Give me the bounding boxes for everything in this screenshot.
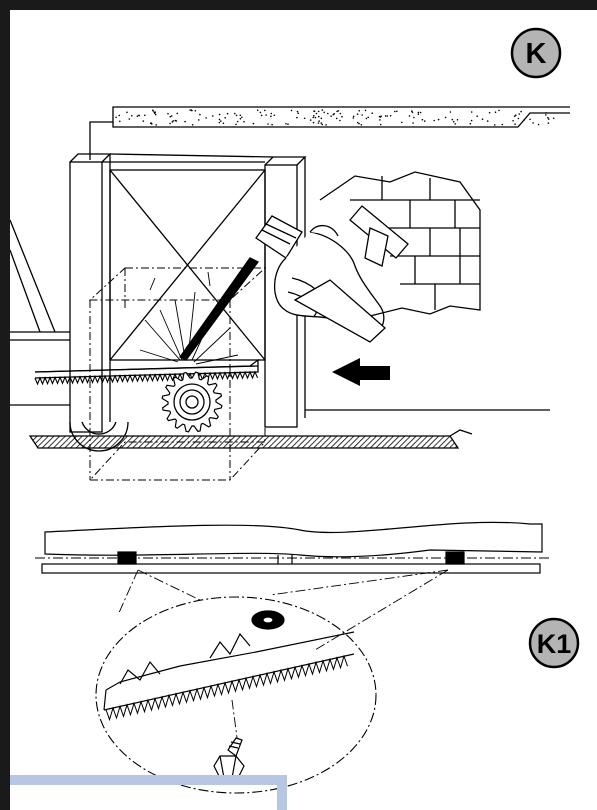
roller-wheel bbox=[69, 421, 129, 452]
pinion-gear bbox=[161, 371, 223, 433]
hammer bbox=[293, 205, 409, 343]
figure-k1-illustration bbox=[35, 521, 552, 794]
direction-arrow bbox=[332, 358, 390, 386]
punch-tool bbox=[179, 257, 259, 361]
gear-rack bbox=[34, 358, 259, 386]
detail-zoom-circle bbox=[95, 596, 377, 794]
ground-rail bbox=[28, 429, 473, 449]
badge-k: K bbox=[510, 27, 562, 79]
detail-rack bbox=[103, 631, 355, 722]
diagram-svg: K K1 bbox=[10, 27, 580, 810]
figure-k-illustration bbox=[10, 106, 570, 481]
concrete-slab bbox=[89, 106, 570, 160]
diagram-sheet: K K1 bbox=[10, 10, 597, 810]
badge-k1: K1 bbox=[528, 617, 580, 669]
rack-side-profile bbox=[35, 521, 552, 574]
zoom-leader-lines bbox=[117, 569, 449, 651]
gate-frame bbox=[10, 153, 550, 433]
overlay-frame bbox=[10, 775, 287, 810]
figure-label-k: K bbox=[526, 38, 547, 70]
figure-label-k1: K1 bbox=[537, 629, 572, 659]
washer bbox=[251, 610, 285, 630]
bolt bbox=[213, 699, 245, 779]
